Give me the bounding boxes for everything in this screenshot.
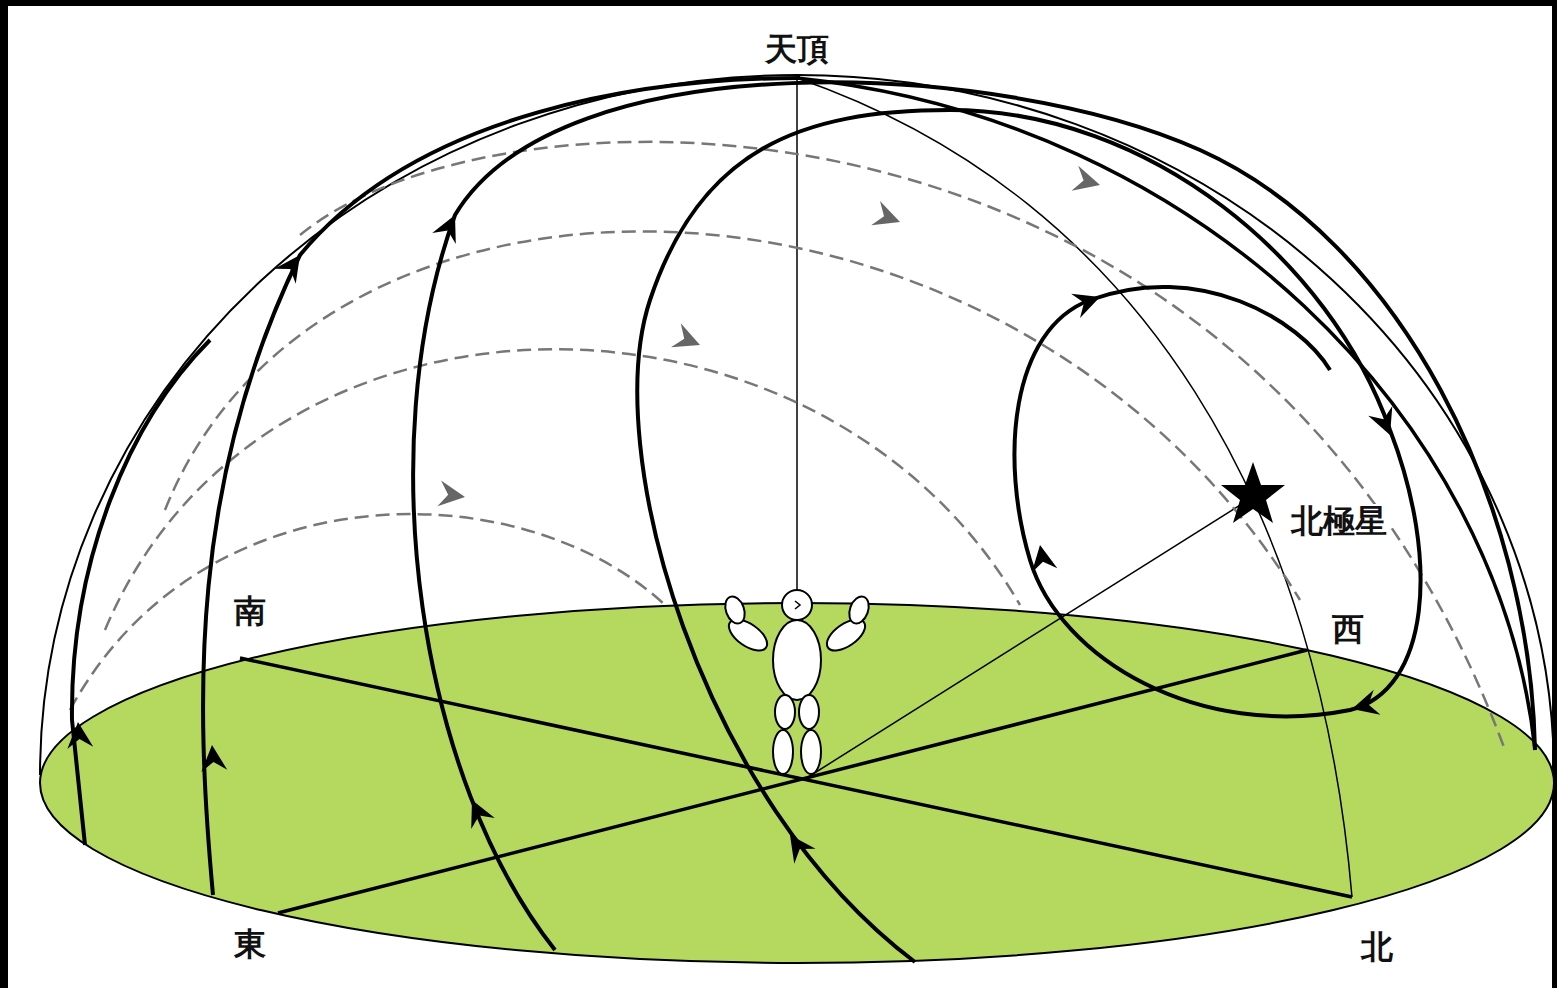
direction-label: 北 [1358, 930, 1396, 965]
horizon-plane [40, 603, 1554, 963]
observer-figure [722, 590, 872, 774]
dome-outline [40, 75, 1554, 775]
direction-label: 北極星 [1288, 504, 1390, 539]
direction-label: 西 [1329, 612, 1367, 647]
star-trails [72, 78, 1535, 962]
direction-label: 南 [231, 594, 269, 629]
star-trail [797, 78, 1535, 750]
direction-label: 東 [231, 927, 269, 962]
direction-label: 天頂 [762, 32, 832, 67]
dashed-trails [70, 142, 1505, 750]
horizon-lines [240, 78, 1352, 913]
arrowheads [65, 166, 1402, 864]
meridian-line [797, 78, 1352, 897]
polaris-star [1221, 462, 1285, 523]
